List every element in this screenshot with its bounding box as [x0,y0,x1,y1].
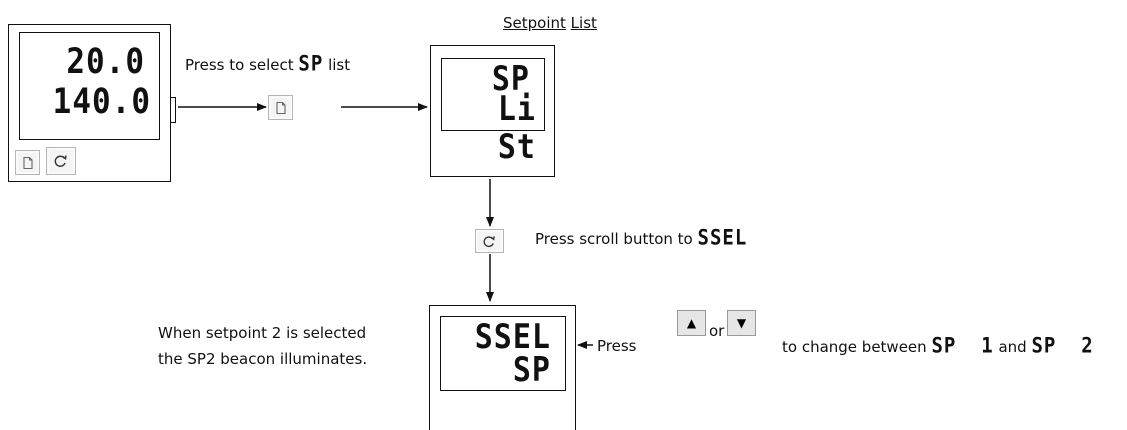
step1-text-suffix: list [328,56,351,74]
title-part-setpoint: Setpoint [503,14,566,32]
controller-front-panel: 20.0 140.0 [8,24,171,182]
step3-press: Press [597,337,637,355]
step1-text-prefix: Press to select [185,56,294,74]
step2-seg-ssel: SSEL [697,225,748,251]
sp2-beacon-note: When setpoint 2 is selected the SP2 beac… [158,320,367,372]
step2-text: Press scroll button to [535,230,693,248]
controller-display: 20.0 140.0 [19,32,160,140]
sp-list-display-panel: SP Li St [430,45,555,177]
controller-side-tab [171,97,176,123]
down-button[interactable]: ▼ [727,310,756,336]
ssel-line1: SSEL [474,317,551,358]
step3-change-text: to change between [782,338,927,356]
page-button[interactable] [15,150,40,175]
ssel-screen: SSEL SP [440,316,566,391]
scroll-icon [482,234,497,249]
ssel-display-panel: SSEL SP [429,305,576,430]
up-arrow-icon: ▲ [686,316,697,330]
scroll-icon [53,153,69,169]
step3-or: or [709,322,725,340]
page-button-step1[interactable] [268,95,293,120]
note-line2: the SP2 beacon illuminates. [158,350,368,368]
page-icon [274,101,288,115]
sp-list-line1: SP [491,59,530,100]
step2-label: Press scroll button to SSEL [535,225,748,251]
step3-change: to change between SP 1 and SP 2 [782,333,1094,359]
scroll-button[interactable] [46,147,76,175]
page-icon [21,156,35,170]
sp-list-line2: Li St [497,89,536,168]
step1-seg-sp: SP [298,51,324,77]
step1-label: Press to select SP list [185,51,351,77]
ssel-line2: SP [512,350,551,391]
step3-seg-sp2: SP 2 [1031,333,1094,359]
title-part-list: List [570,14,597,32]
down-arrow-icon: ▼ [736,316,747,330]
sp-list-screen: SP Li St [441,58,545,167]
step3-seg-sp1: SP 1 [931,333,994,359]
diagram-title: Setpoint List [503,14,597,32]
scroll-button-step2[interactable] [475,229,504,253]
note-line1: When setpoint 2 is selected [158,324,367,342]
step3-and: and [998,338,1027,356]
display-line-pv: 20.0 [66,41,145,83]
up-button[interactable]: ▲ [677,310,706,336]
display-line-sp: 140.0 [52,81,151,123]
